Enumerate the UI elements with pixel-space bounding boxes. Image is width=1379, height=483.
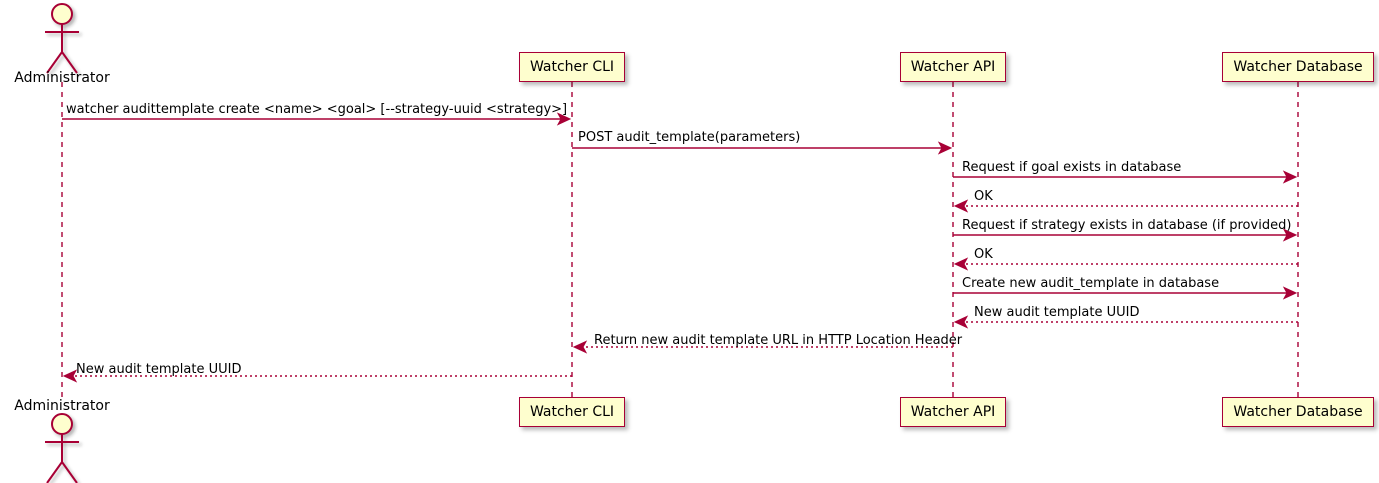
arrowhead-8 xyxy=(953,315,969,329)
participant-label-administrator-bottom: Administrator xyxy=(14,398,110,414)
actor-figure-administrator-top xyxy=(45,3,79,74)
actors-group xyxy=(45,3,79,483)
message-arrow-8 xyxy=(953,315,1298,329)
message-label-7: Create new audit_template in database xyxy=(962,276,1220,291)
actor-figure-administrator-bottom xyxy=(45,413,79,483)
message-label-9: Return new audit template URL in HTTP Lo… xyxy=(594,333,963,348)
participant-label-watcher-cli-top: Watcher CLI xyxy=(529,59,615,75)
message-label-6: OK xyxy=(974,247,993,262)
message-arrow-2 xyxy=(572,141,953,155)
message-arrows-group xyxy=(62,112,1298,383)
participant-label-watcher-api-bottom: Watcher API xyxy=(910,404,996,420)
message-arrow-3 xyxy=(953,170,1298,184)
message-label-1: watcher audittemplate create <name> <goa… xyxy=(66,102,568,117)
participant-box-watcher-api-bottom[interactable]: Watcher API xyxy=(899,397,1007,427)
participant-label-watcher-api-top: Watcher API xyxy=(910,59,996,75)
message-label-3: Request if goal exists in database xyxy=(962,160,1182,175)
message-arrow-5 xyxy=(953,228,1298,242)
message-arrow-1 xyxy=(62,112,572,126)
message-label-4: OK xyxy=(974,189,993,204)
participant-box-watcher-api-top[interactable]: Watcher API xyxy=(899,52,1007,82)
arrowhead-6 xyxy=(953,257,969,271)
participant-box-watcher-database-top[interactable]: Watcher Database xyxy=(1222,52,1374,82)
participant-label-watcher-database-bottom: Watcher Database xyxy=(1233,404,1363,420)
participant-box-watcher-cli-bottom[interactable]: Watcher CLI xyxy=(518,397,626,427)
message-arrow-10 xyxy=(62,369,572,383)
arrowhead-3 xyxy=(1282,170,1298,184)
participant-label-administrator-top: Administrator xyxy=(14,70,110,86)
message-arrow-7 xyxy=(953,286,1298,300)
message-label-8: New audit template UUID xyxy=(974,305,1140,320)
arrowhead-10 xyxy=(62,369,78,383)
message-arrow-9 xyxy=(572,340,953,354)
message-label-10: New audit template UUID xyxy=(76,362,242,377)
arrowhead-1 xyxy=(556,112,572,126)
arrowhead-2 xyxy=(937,141,953,155)
participant-label-watcher-cli-bottom: Watcher CLI xyxy=(529,404,615,420)
lifelines-group xyxy=(61,82,1299,397)
arrowhead-9 xyxy=(572,340,588,354)
message-arrow-6 xyxy=(953,257,1298,271)
participant-label-watcher-database-top: Watcher Database xyxy=(1233,59,1363,75)
arrowhead-4 xyxy=(953,199,969,213)
arrowhead-5 xyxy=(1282,228,1298,242)
message-label-5: Request if strategy exists in database (… xyxy=(962,218,1292,233)
participant-box-watcher-database-bottom[interactable]: Watcher Database xyxy=(1222,397,1374,427)
arrowhead-7 xyxy=(1282,286,1298,300)
message-label-2: POST audit_template(parameters) xyxy=(578,130,801,145)
participant-box-watcher-cli-top[interactable]: Watcher CLI xyxy=(518,52,626,82)
message-arrow-4 xyxy=(953,199,1298,213)
